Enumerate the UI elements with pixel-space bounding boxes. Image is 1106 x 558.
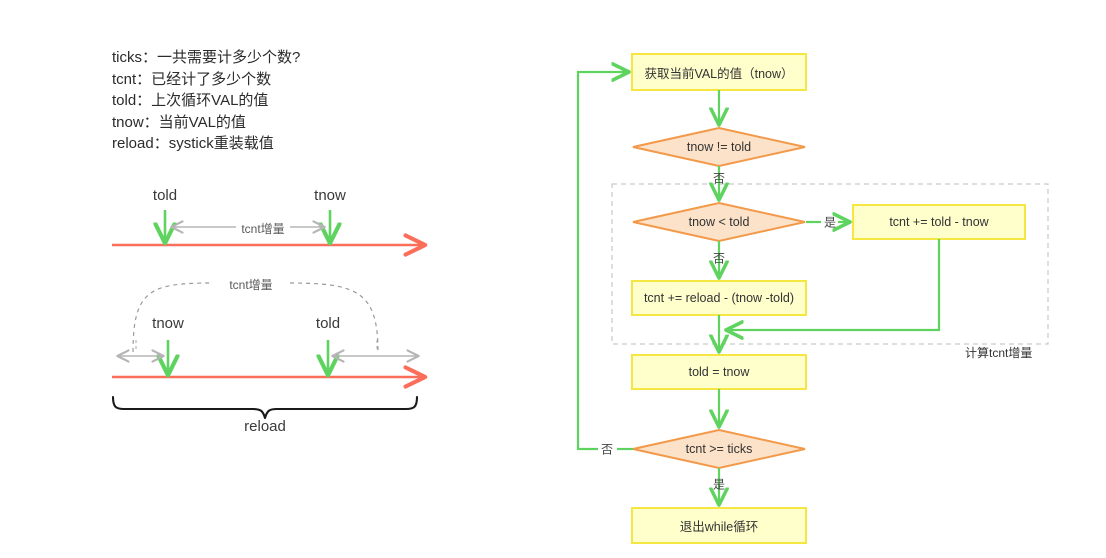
label-told-bottom: told [315, 315, 341, 332]
node-exit-while[interactable] [631, 507, 807, 544]
node-tcnt-add-reload[interactable] [631, 280, 807, 316]
node-tcnt-ge-ticks[interactable] [632, 428, 806, 470]
node-get-val[interactable] [631, 53, 807, 91]
legend-line-tnow: tnow：当前VAL的值 [112, 113, 246, 131]
edge-label-ge-true: 是 [712, 477, 726, 492]
node-tcnt-add-told-minus-tnow[interactable] [852, 204, 1026, 240]
reload-brace [111, 395, 419, 420]
arc-left-segment [132, 282, 213, 353]
edge-label-lt-true: 是 [823, 215, 837, 230]
timeline-top [112, 210, 424, 245]
group-box-compute-tcnt [611, 183, 1049, 345]
label-reload-brace: reload [244, 418, 286, 435]
node-told-assign[interactable] [631, 354, 807, 390]
legend-line-tcnt: tcnt：已经计了多少个数 [112, 70, 272, 88]
edge-label-lt-false: 否 [712, 251, 726, 266]
label-span-top: tcnt增量 [241, 222, 285, 236]
node-tnow-ne-told[interactable] [632, 126, 806, 168]
label-told-top: told [152, 187, 178, 204]
label-arc-bottom: tcnt增量 [229, 278, 273, 292]
edge-tcnt1-merge [727, 239, 941, 330]
label-tnow-bottom: tnow [152, 315, 184, 332]
legend-line-ticks: ticks：一共需要计多少个数? [112, 49, 301, 66]
edge-label-ne-false: 否 [712, 171, 726, 186]
flowchart [576, 53, 1049, 544]
node-tnow-lt-told[interactable] [632, 201, 806, 243]
legend-line-told: told：上次循环VAL的值 [112, 92, 269, 109]
variable-legend: ticks：一共需要计多少个数? tcnt：已经计了多少个数 told：上次循环… [112, 47, 300, 155]
group-label-compute-tcnt: 计算tcnt增量 [965, 346, 1033, 360]
arc-right-segment [289, 282, 379, 353]
legend-line-reload: reload：systick重装载值 [112, 135, 274, 152]
edge-loop-back [576, 72, 628, 451]
timeline-bottom [111, 282, 424, 420]
label-tnow-top: tnow [314, 187, 346, 204]
edge-label-ge-false: 否 [600, 442, 614, 457]
